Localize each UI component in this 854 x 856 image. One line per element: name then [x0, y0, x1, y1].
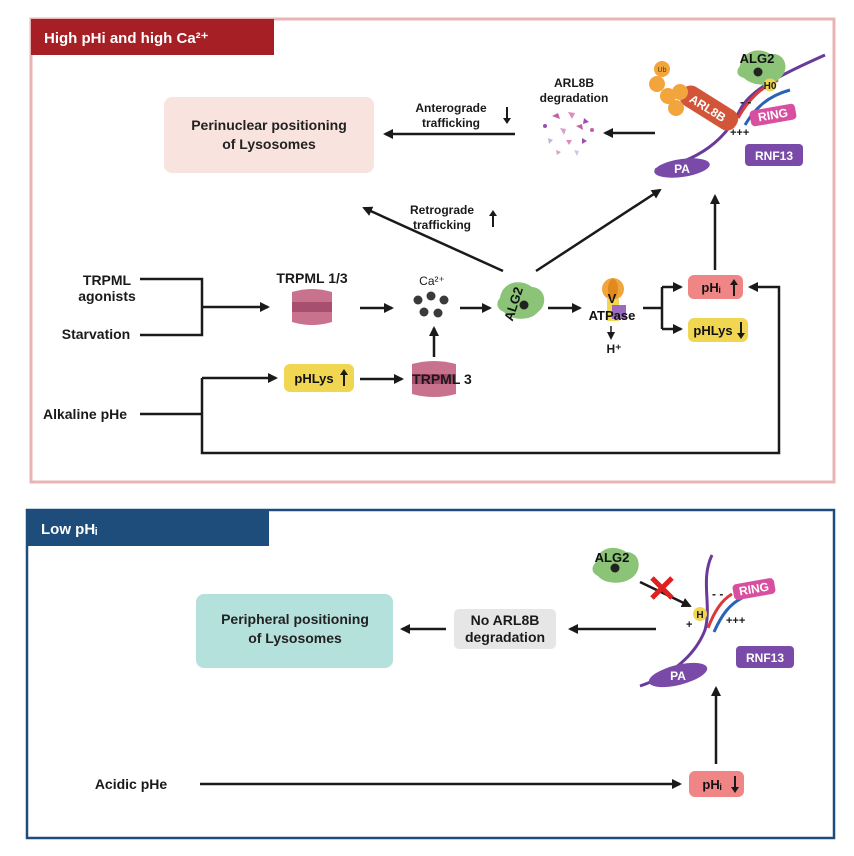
- arrow-alg2-to-complex: [535, 188, 662, 273]
- no-arl8b-degradation-box: No ARL8B degradation: [454, 609, 556, 649]
- panel-high-phi: High pHi and high Ca²⁺ Perinuclear posit…: [29, 17, 836, 484]
- alg2-protein-top: ALG2: [737, 50, 786, 85]
- no-arl8b-line1: No ARL8B: [471, 612, 540, 628]
- ubiquitin-chain: Ub: [649, 61, 688, 116]
- panel-low-phi: Low pHᵢ Peripheral positioning of Lysoso…: [25, 508, 836, 840]
- pa-label-top: PA: [674, 162, 690, 176]
- rnf13-label-top: RNF13: [755, 149, 793, 163]
- trpml-agonists-line1: TRPML: [83, 272, 132, 288]
- alg2-protein-bottom: ALG2: [592, 547, 639, 583]
- trpml13-label: TRPML 1/3: [276, 270, 348, 286]
- panel-high-phi-title: High pHi and high Ca²⁺: [44, 30, 209, 47]
- trpml3-channel-icon: [412, 361, 456, 397]
- calcium-label: Ca²⁺: [419, 274, 445, 288]
- perinuclear-line1: Perinuclear positioning: [191, 117, 347, 133]
- plus-charges-bottom-right: +++: [726, 615, 745, 627]
- starvation-label: Starvation: [62, 326, 130, 342]
- arl8b-degradation-line2: degradation: [540, 91, 609, 105]
- panel-high-phi-header: [31, 19, 274, 55]
- v-atpase-icon: [602, 278, 626, 321]
- arrow-retrograde: [362, 206, 504, 273]
- phlys-down-label: pHLys: [693, 323, 732, 338]
- retrograde-line1: Retrograde: [410, 203, 474, 217]
- anterograde-line1: Anterograde: [415, 101, 487, 115]
- minus-charges-bottom: - -: [712, 587, 723, 601]
- minus-charges: - -: [740, 95, 751, 109]
- rnf13-label-bottom: RNF13: [746, 651, 784, 665]
- acidic-phe-label: Acidic pHe: [95, 776, 168, 792]
- vatpase-line1: V: [608, 291, 617, 306]
- calcium-ions-icon: [413, 291, 449, 318]
- retrograde-line2: trafficking: [413, 218, 471, 232]
- phi-up-label: pHᵢ: [701, 280, 720, 295]
- plus-charges: +++: [730, 127, 749, 139]
- trpml3-label: TRPML 3: [412, 371, 472, 387]
- degradation-fragments-icon: [543, 112, 594, 156]
- perinuclear-line2: of Lysosomes: [222, 136, 316, 152]
- blocked-x-icon: [650, 576, 674, 600]
- fork-vatpase: [643, 287, 664, 329]
- alkaline-phe-label: Alkaline pHe: [43, 406, 127, 422]
- ring-label-top: RING: [757, 106, 789, 125]
- arrow-alkaline-to-phi: [200, 282, 781, 455]
- phlys-up-label: pHLys: [294, 371, 333, 386]
- trpml-agonists-line2: agonists: [78, 288, 136, 304]
- panel-low-phi-title: Low pHᵢ: [41, 521, 97, 538]
- plus-charges-bottom-left: +: [686, 619, 692, 631]
- pa-label-bottom: PA: [670, 669, 686, 683]
- arl8b-degradation-line1: ARL8B: [554, 76, 594, 90]
- alg2-protein-center: ALG2: [497, 282, 545, 323]
- peripheral-positioning-box: Peripheral positioning of Lysosomes: [196, 594, 393, 668]
- peripheral-line1: Peripheral positioning: [221, 611, 369, 627]
- h-plus-label: H⁺: [607, 342, 622, 356]
- trpml13-channel-icon: [292, 289, 332, 325]
- ring-label-bottom: RING: [738, 580, 770, 599]
- rnf13-arl8b-complex: PA ARL8B Ub RING RNF13 ALG2 H0 - -: [649, 50, 826, 178]
- phi-up-badge: pHᵢ: [688, 275, 743, 299]
- panel-high-phi-border: [29, 17, 836, 484]
- peripheral-line2: of Lysosomes: [248, 630, 342, 646]
- ub-label: Ub: [658, 67, 667, 74]
- anterograde-line2: trafficking: [422, 116, 480, 130]
- rnf13-complex-bottom: PA RING RNF13 H - - + +++: [639, 554, 794, 688]
- perinuclear-positioning-box: Perinuclear positioning of Lysosomes: [164, 97, 374, 173]
- h-label-bottom: H: [696, 610, 703, 621]
- phi-down-badge: pHᵢ: [689, 771, 744, 797]
- phlys-down-badge: pHLys: [688, 318, 748, 342]
- phlys-up-badge: pHLys: [284, 364, 354, 392]
- no-arl8b-line2: degradation: [465, 629, 545, 645]
- alg2-label-top: ALG2: [740, 51, 775, 66]
- alg2-label-bottom: ALG2: [595, 550, 630, 565]
- panel-low-phi-header: [27, 510, 269, 546]
- phi-down-label: pHᵢ: [702, 777, 721, 792]
- vatpase-line2: ATPase: [589, 308, 636, 323]
- h0-label: H0: [764, 81, 777, 92]
